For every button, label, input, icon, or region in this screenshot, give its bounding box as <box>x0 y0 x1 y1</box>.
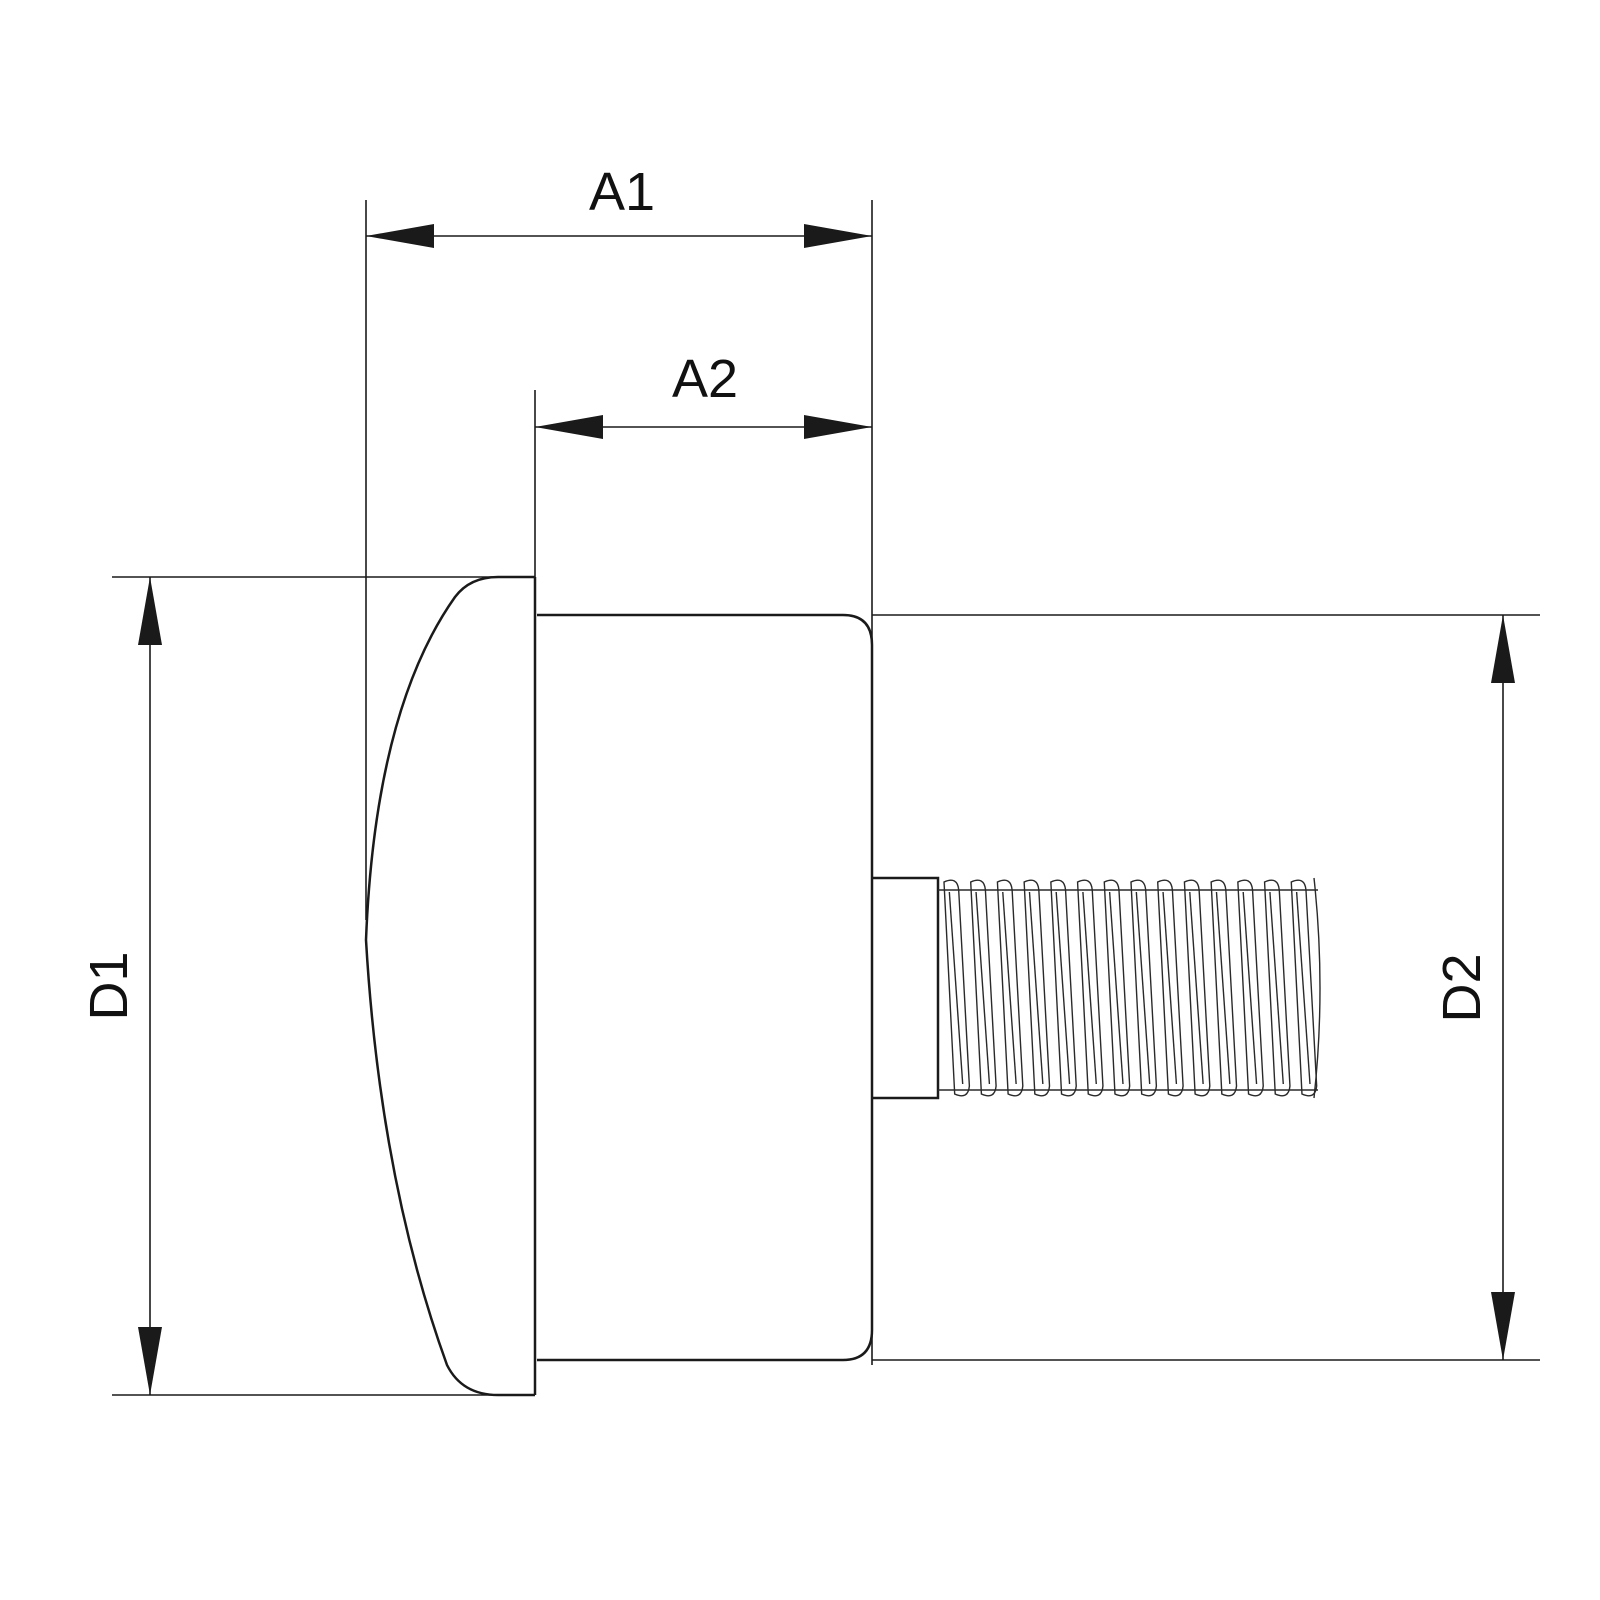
thread-crest <box>1237 879 1264 1097</box>
d1-arrow-top <box>138 577 162 645</box>
screw-head <box>364 575 537 1397</box>
thread-crest <box>1103 879 1131 1097</box>
screw-body <box>537 613 874 1362</box>
thread-crest <box>1290 879 1318 1097</box>
thread-flank <box>1002 891 1017 1085</box>
dimension-a2: A2 <box>535 349 872 439</box>
threaded-stud <box>872 876 1321 1100</box>
thread-crest <box>969 879 997 1097</box>
thread-crest <box>1263 879 1291 1097</box>
stud-neck <box>872 876 940 1100</box>
body-outline <box>537 613 874 1362</box>
thread-crest <box>1050 879 1077 1097</box>
thread-crest <box>1210 879 1238 1097</box>
thread-flank <box>1108 891 1124 1085</box>
dimension-d1: D1 <box>79 577 162 1395</box>
thread-flank <box>1215 891 1231 1085</box>
d2-arrow-top <box>1491 615 1515 683</box>
thread-flank <box>948 891 964 1085</box>
thread-flank <box>1162 891 1178 1085</box>
extension-lines <box>112 200 1540 1396</box>
d1-label: D1 <box>79 951 139 1020</box>
d1-arrow-bottom <box>138 1327 162 1395</box>
thread-flank <box>975 891 991 1085</box>
thread-flank <box>1189 891 1204 1085</box>
thread-end <box>1313 877 1321 1099</box>
thread-crest <box>996 879 1024 1097</box>
thread-flank <box>1242 891 1258 1085</box>
thread-crest <box>1023 879 1051 1097</box>
thread-crest <box>1156 879 1184 1097</box>
thread-crest <box>1130 879 1158 1097</box>
thread-flank <box>1295 891 1311 1085</box>
d2-label: D2 <box>1432 953 1492 1022</box>
a2-label: A2 <box>672 349 738 409</box>
a2-arrow-right <box>804 415 872 439</box>
a2-arrow-left <box>535 415 603 439</box>
thread-flank <box>1269 891 1284 1085</box>
thread-flank <box>1082 891 1097 1085</box>
a1-arrow-left <box>366 224 434 248</box>
head-dome-outline <box>364 575 535 1397</box>
thread-crest <box>1183 879 1211 1097</box>
thread-flank <box>1135 891 1151 1085</box>
dimension-d2: D2 <box>1432 615 1515 1360</box>
thread-flank <box>1028 891 1044 1085</box>
a1-label: A1 <box>589 162 655 222</box>
a1-arrow-right <box>804 224 872 248</box>
d2-arrow-bottom <box>1491 1292 1515 1360</box>
thread-crest <box>943 879 971 1097</box>
thread-crest <box>1076 879 1104 1097</box>
thread-turns <box>943 877 1321 1099</box>
thread-flank <box>1055 891 1071 1085</box>
dimension-a1: A1 <box>366 162 872 248</box>
